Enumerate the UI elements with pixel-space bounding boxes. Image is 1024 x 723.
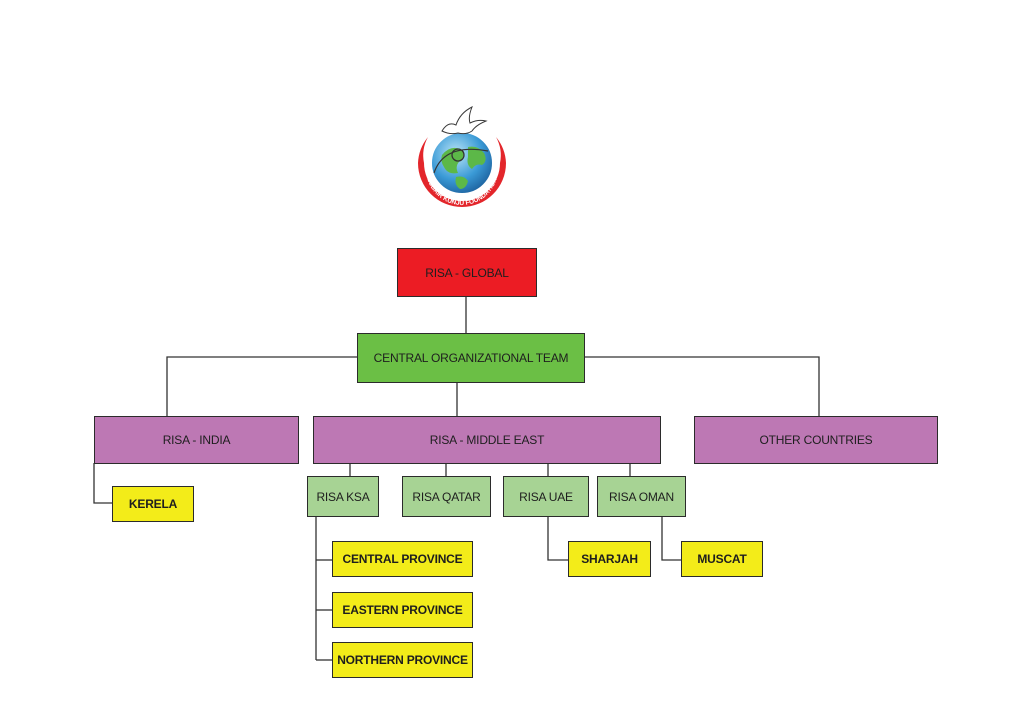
node-risa-india: RISA - INDIA [94, 416, 299, 464]
connector-oman-muscat [661, 516, 681, 561]
node-risa-global: RISA - GLOBAL [397, 248, 537, 297]
connector-india-kerela [93, 463, 112, 504]
node-risa-uae: RISA UAE [503, 476, 589, 517]
node-central-province: CENTRAL PROVINCE [332, 541, 473, 577]
node-risa-ksa: RISA KSA [307, 476, 379, 517]
node-central-organizational-team: CENTRAL ORGANIZATIONAL TEAM [357, 333, 585, 383]
node-risa-oman: RISA OMAN [597, 476, 686, 517]
connector-central-india [166, 356, 357, 416]
node-other-countries: OTHER COUNTRIES [694, 416, 938, 464]
node-muscat: MUSCAT [681, 541, 763, 577]
dove-icon [441, 105, 488, 135]
node-risa-qatar: RISA QATAR [402, 476, 491, 517]
node-northern-province: NORTHERN PROVINCE [332, 642, 473, 678]
node-sharjah: SHARJAH [568, 541, 651, 577]
connector-central-other [585, 356, 820, 416]
foundation-logo: ZUBAIR KUNJU FOUNDATION [418, 105, 506, 207]
node-eastern-province: EASTERN PROVINCE [332, 592, 473, 628]
node-kerela: KERELA [112, 486, 194, 522]
connector-uae-sharjah [547, 516, 568, 561]
node-risa-middle-east: RISA - MIDDLE EAST [313, 416, 661, 464]
